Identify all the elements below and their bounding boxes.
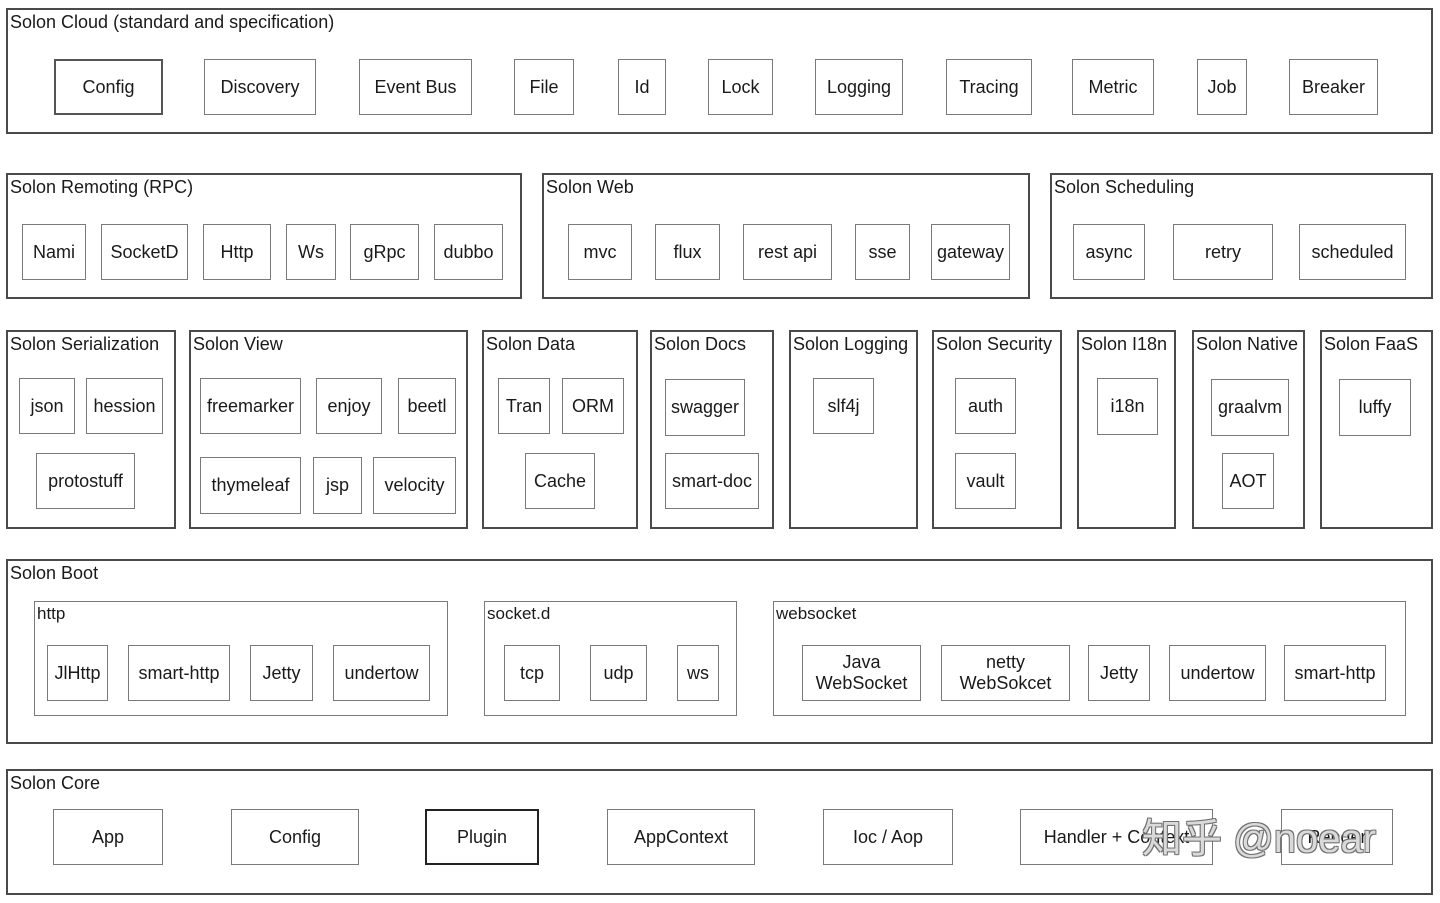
- solon-security-title: Solon Security: [936, 334, 1053, 354]
- serialization-protostuff-box: protostuff: [36, 453, 135, 509]
- websocket-undertow-box: undertow: [1169, 645, 1266, 701]
- view-thymeleaf-box: thymeleaf: [200, 457, 301, 514]
- http-jlhttp-box: JlHttp: [47, 645, 108, 701]
- faas-luffy-box: luffy: [1339, 379, 1411, 436]
- cloud-discovery-box: Discovery: [204, 59, 316, 115]
- remoting-dubbo-box: dubbo: [434, 224, 503, 280]
- websocket-smart-http-box: smart-http: [1284, 645, 1386, 701]
- websocket-netty-websokcet-box: netty WebSokcet: [941, 645, 1070, 701]
- remoting-http-box: Http: [203, 224, 271, 280]
- cloud-file-box: File: [514, 59, 574, 115]
- remoting-socketd-box: SocketD: [101, 224, 188, 280]
- security-vault-box: vault: [955, 453, 1016, 509]
- data-tran-box: Tran: [498, 378, 550, 434]
- view-freemarker-box: freemarker: [200, 378, 301, 434]
- solon-native-title: Solon Native: [1196, 334, 1299, 354]
- web-flux-box: flux: [655, 224, 720, 280]
- serialization-json-box: json: [19, 378, 75, 434]
- solon-i18n-title: Solon I18n: [1081, 334, 1168, 354]
- solon-scheduling-title: Solon Scheduling: [1054, 177, 1195, 197]
- solon-serialization-title: Solon Serialization: [10, 334, 160, 354]
- solon-faas-title: Solon FaaS: [1324, 334, 1419, 354]
- boot-http-title: http: [37, 604, 66, 623]
- websocket-java-websocket-box: Java WebSocket: [802, 645, 921, 701]
- core-handler-context-box: Handler + Context: [1020, 809, 1213, 865]
- core-appcontext-box: AppContext: [607, 809, 755, 865]
- scheduling-retry-box: retry: [1173, 224, 1273, 280]
- cloud-lock-box: Lock: [708, 59, 773, 115]
- solon-boot-title: Solon Boot: [10, 563, 99, 583]
- logging-slf4j-box: slf4j: [813, 378, 874, 434]
- data-cache-box: Cache: [525, 453, 595, 509]
- cloud-tracing-box: Tracing: [946, 59, 1032, 115]
- cloud-config-box: Config: [54, 59, 163, 115]
- web-rest-api-box: rest api: [743, 224, 832, 280]
- cloud-breaker-box: Breaker: [1289, 59, 1378, 115]
- http-jetty-box: Jetty: [250, 645, 313, 701]
- boot-socketd-title: socket.d: [487, 604, 551, 623]
- view-velocity-box: velocity: [373, 457, 456, 514]
- cloud-job-box: Job: [1197, 59, 1247, 115]
- docs-swagger-box: swagger: [665, 379, 745, 436]
- solon-cloud-title: Solon Cloud (standard and specification): [10, 12, 335, 32]
- core-render-box: Render: [1281, 809, 1393, 865]
- solon-core-title: Solon Core: [10, 773, 101, 793]
- core-config-box: Config: [231, 809, 359, 865]
- boot-websocket-title: websocket: [776, 604, 857, 623]
- solon-web-title: Solon Web: [546, 177, 634, 197]
- solon-docs-title: Solon Docs: [654, 334, 747, 354]
- web-sse-box: sse: [855, 224, 910, 280]
- socketd-tcp-box: tcp: [504, 645, 560, 701]
- remoting-grpc-box: gRpc: [350, 224, 419, 280]
- scheduling-scheduled-box: scheduled: [1299, 224, 1406, 280]
- cloud-id-box: Id: [618, 59, 666, 115]
- http-smart-http-box: smart-http: [128, 645, 230, 701]
- cloud-event-bus-box: Event Bus: [359, 59, 472, 115]
- view-jsp-box: jsp: [313, 457, 362, 514]
- remoting-nami-box: Nami: [22, 224, 86, 280]
- native-aot-box: AOT: [1222, 453, 1274, 509]
- socketd-udp-box: udp: [590, 645, 647, 701]
- core-ioc-aop-box: Ioc / Aop: [823, 809, 953, 865]
- native-graalvm-box: graalvm: [1211, 379, 1289, 436]
- solon-data-title: Solon Data: [486, 334, 576, 354]
- web-gateway-box: gateway: [931, 224, 1010, 280]
- serialization-hession-box: hession: [86, 378, 163, 434]
- view-enjoy-box: enjoy: [316, 378, 382, 434]
- security-auth-box: auth: [955, 378, 1016, 434]
- scheduling-async-box: async: [1073, 224, 1145, 280]
- core-app-box: App: [53, 809, 163, 865]
- cloud-metric-box: Metric: [1072, 59, 1154, 115]
- websocket-jetty-box: Jetty: [1088, 645, 1150, 701]
- solon-logging-title: Solon Logging: [793, 334, 909, 354]
- data-orm-box: ORM: [562, 378, 624, 434]
- cloud-logging-box: Logging: [815, 59, 903, 115]
- i18n-box: i18n: [1097, 378, 1158, 435]
- solon-view-title: Solon View: [193, 334, 283, 354]
- remoting-ws-box: Ws: [286, 224, 336, 280]
- solon-remoting-title: Solon Remoting (RPC): [10, 177, 194, 197]
- http-undertow-box: undertow: [333, 645, 430, 701]
- web-mvc-box: mvc: [568, 224, 632, 280]
- core-plugin-box: Plugin: [425, 809, 539, 865]
- view-beetl-box: beetl: [398, 378, 456, 434]
- docs-smart-doc-box: smart-doc: [665, 453, 759, 509]
- socketd-ws-box: ws: [677, 645, 719, 701]
